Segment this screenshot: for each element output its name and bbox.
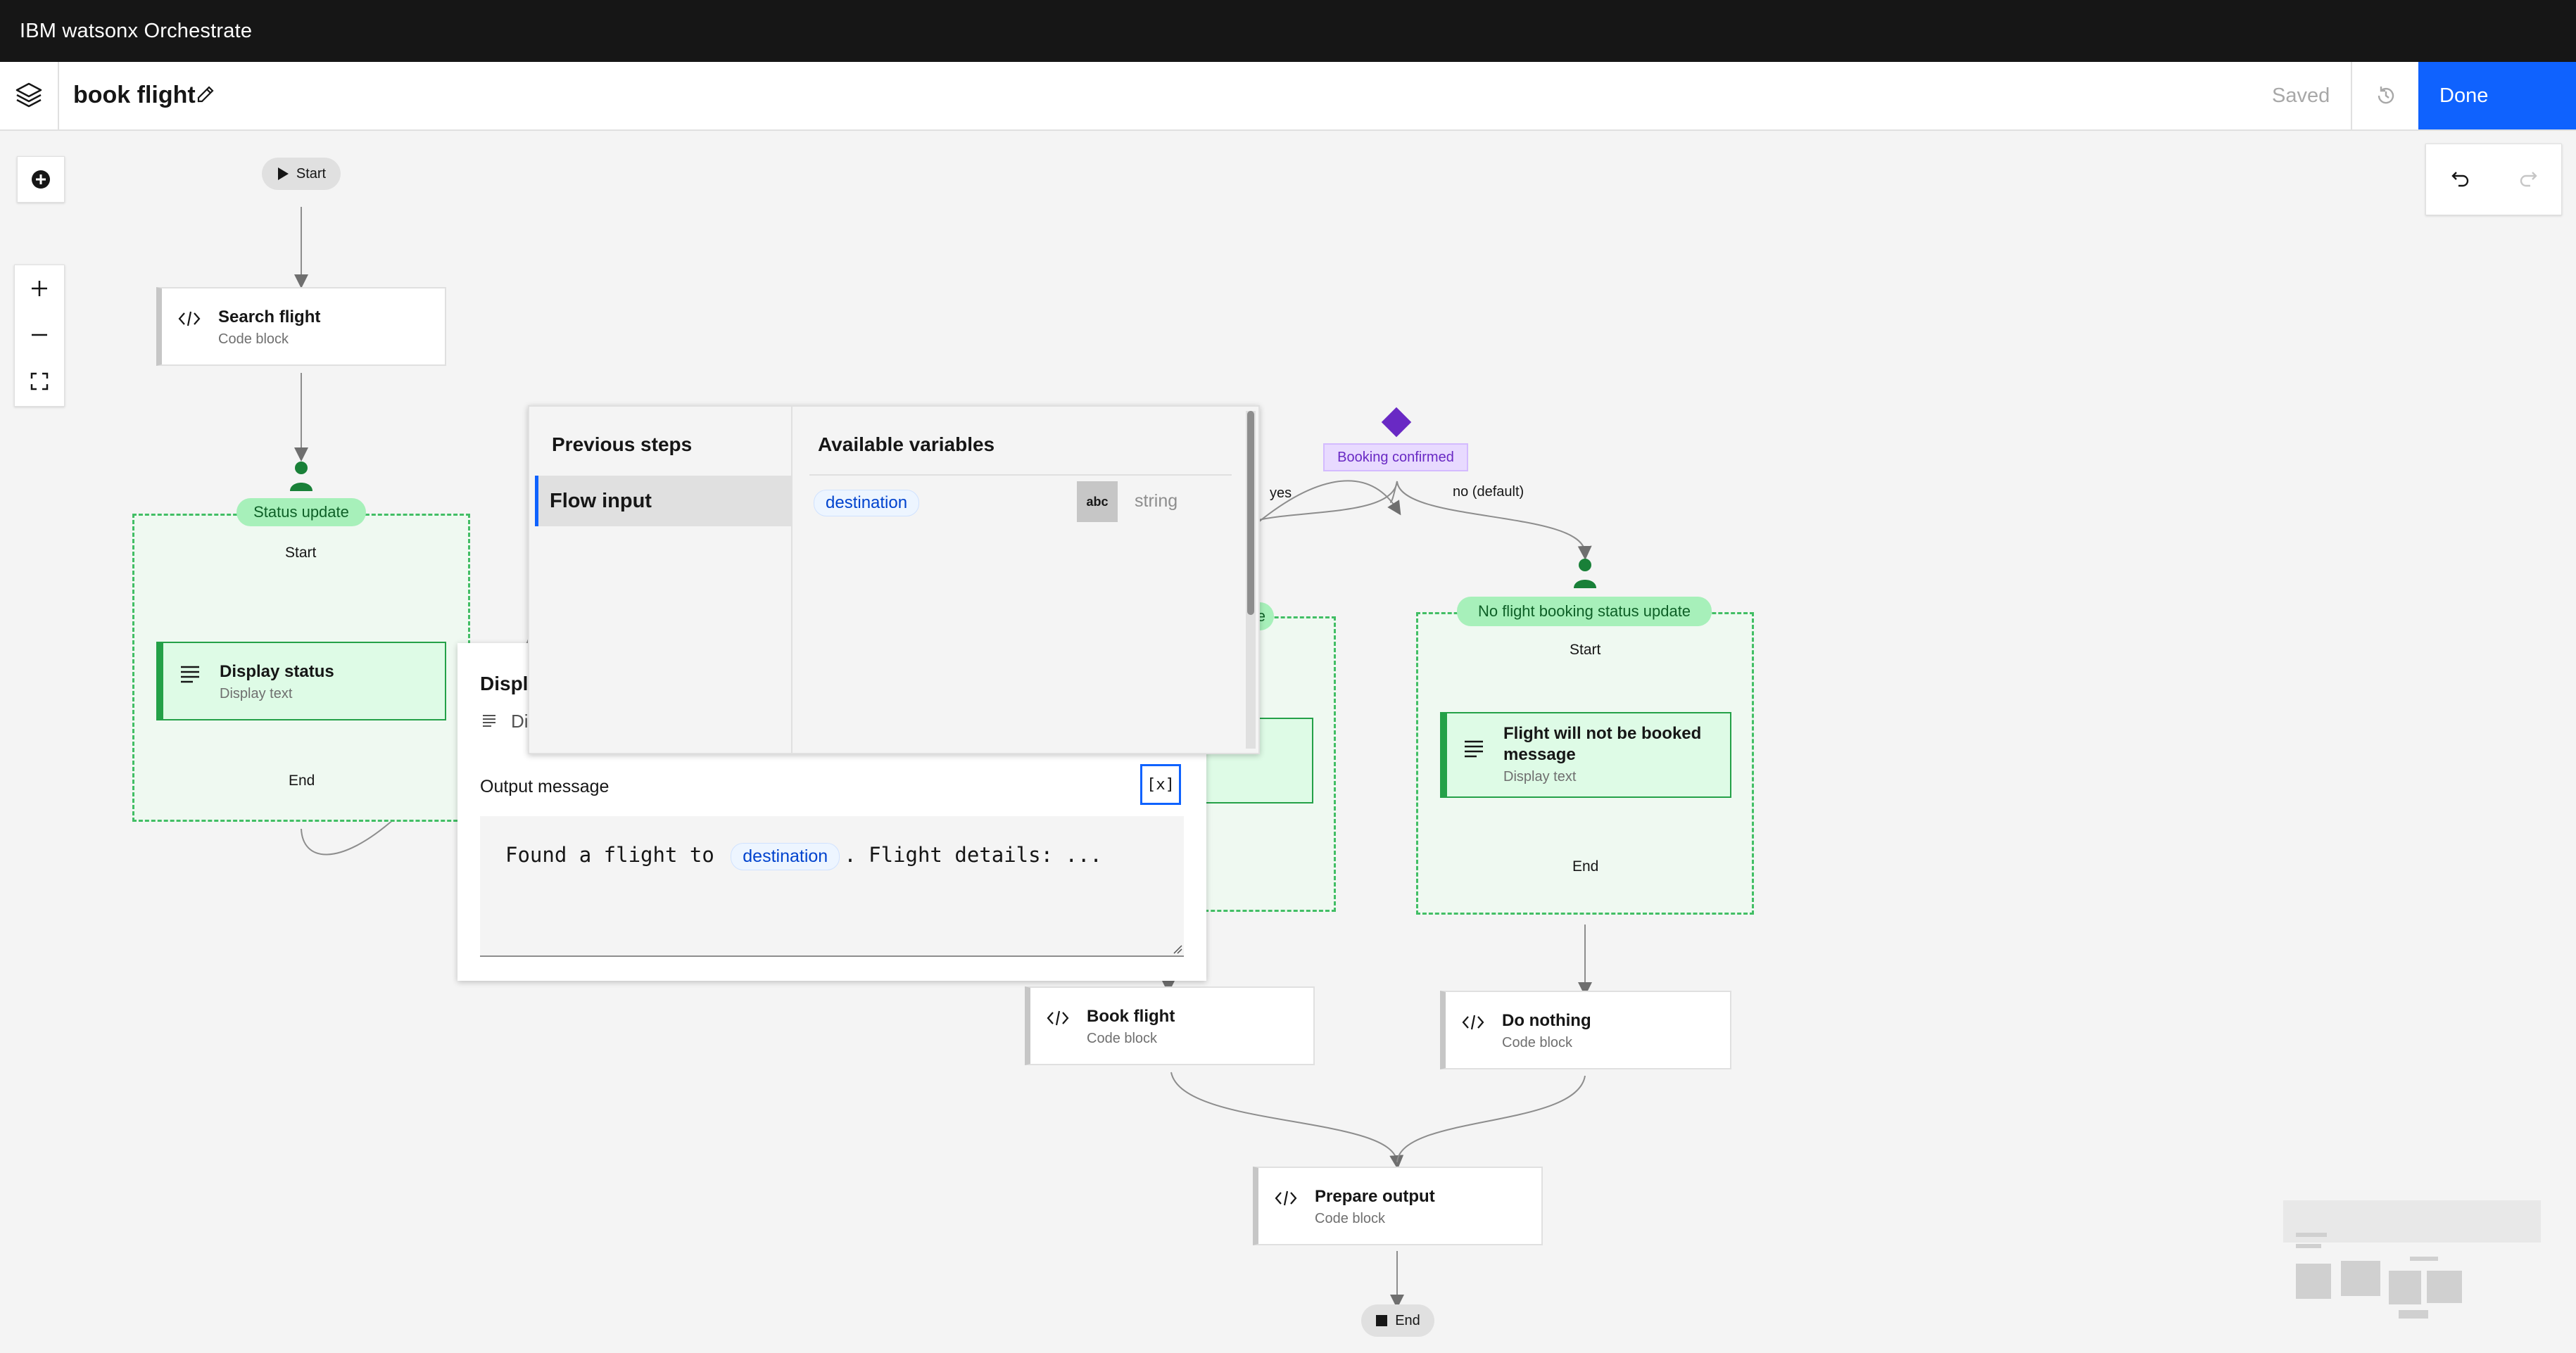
history-icon [2378, 87, 2394, 104]
code-icon [1462, 1015, 1484, 1030]
node-title: Do nothing [1502, 1011, 1591, 1030]
stop-icon [1376, 1315, 1388, 1326]
flow-header: book flight Saved Done [0, 62, 2576, 131]
code-icon [1275, 1190, 1297, 1206]
panel-subtitle: Di [511, 711, 529, 732]
saved-status: Saved [2272, 84, 2330, 107]
node-subtitle: Code block [1502, 1035, 1573, 1050]
flow-end-node[interactable]: End [1361, 1304, 1434, 1337]
zoom-out-button[interactable] [15, 312, 64, 358]
message-text: Found a flight to [505, 843, 714, 867]
group-label: No flight booking status update [1457, 597, 1712, 626]
top-bar: IBM watsonx Orchestrate [0, 0, 2576, 62]
group-end-label: End [289, 773, 315, 789]
group-start-label: Start [285, 545, 317, 561]
zoom-controls [14, 265, 65, 407]
minimap[interactable] [2276, 1193, 2548, 1349]
group-label: Status update [236, 498, 366, 526]
flow-name: book flight [73, 82, 196, 108]
minimap-preview [2283, 1200, 2541, 1319]
zoom-in-button[interactable] [15, 265, 64, 312]
node-subtitle: Code block [1087, 1031, 1158, 1046]
branch-yes-label: yes [1270, 485, 1292, 501]
pencil-icon [197, 86, 214, 103]
output-message-input[interactable]: Found a flight to destination. Flight de… [480, 816, 1184, 957]
branch-label[interactable]: Booking confirmed [1323, 443, 1468, 471]
insert-variable-button[interactable]: [x] [1140, 764, 1181, 805]
scrollbar-thumb[interactable] [1247, 411, 1254, 615]
node-subtitle: Display text [220, 686, 293, 701]
group-start-label: Start [1570, 642, 1601, 658]
branch-diamond [1381, 407, 1412, 438]
minus-icon [32, 334, 47, 336]
available-variables-title: Available variables [818, 433, 995, 455]
history-button[interactable] [2351, 62, 2420, 129]
text-lines-icon [1465, 740, 1483, 758]
type-badge: abc [1077, 481, 1118, 522]
step-item-flow-input[interactable]: Flow input [535, 476, 791, 526]
code-icon [178, 311, 201, 326]
resize-handle-icon[interactable] [1171, 943, 1182, 954]
end-label: End [1395, 1312, 1420, 1328]
redo-button[interactable] [2504, 155, 2553, 202]
group-end-label: End [1572, 858, 1599, 875]
step-label: Flow input [550, 490, 652, 512]
text-lines-icon [483, 715, 495, 727]
message-text: . Flight details: ... [844, 843, 1102, 867]
fit-screen-icon [30, 372, 49, 390]
fit-view-button[interactable] [15, 358, 64, 405]
undo-redo-controls [2425, 144, 2562, 215]
variable-row[interactable]: destination abc string [793, 476, 1243, 526]
variable-type: string [1135, 491, 1178, 511]
redo-icon [2520, 172, 2537, 187]
previous-steps-column: Previous steps Flow input [529, 407, 793, 753]
panel-title: Displ [480, 673, 529, 694]
node-title: Flight will not be booked message [1503, 724, 1702, 764]
variable-token[interactable]: destination [731, 843, 840, 870]
undo-button[interactable] [2436, 155, 2485, 202]
variable-icon: [x] [1147, 775, 1175, 794]
done-label: Done [2439, 84, 2489, 107]
done-button[interactable]: Done [2418, 62, 2576, 129]
add-step-button[interactable] [18, 157, 64, 202]
popup-scrollbar[interactable] [1246, 411, 1256, 749]
previous-steps-title: Previous steps [552, 433, 693, 455]
node-subtitle: Display text [1503, 769, 1577, 785]
node-subtitle: Code block [218, 331, 289, 347]
output-message-label: Output message [480, 777, 610, 796]
add-step-control [17, 156, 65, 203]
node-title: Search flight [218, 307, 321, 326]
variable-name: destination [814, 490, 920, 516]
layers-icon [15, 82, 42, 108]
branch-no-label: no (default) [1453, 484, 1524, 500]
available-variables-column: Available variables destination abc stri… [793, 407, 1243, 753]
start-label: Start [296, 165, 327, 182]
undo-icon [2451, 172, 2469, 187]
node-subtitle: Code block [1315, 1211, 1386, 1226]
text-lines-icon [181, 666, 199, 683]
user-icon [1574, 559, 1596, 588]
node-title: Book flight [1087, 1007, 1175, 1026]
edit-name-button[interactable] [194, 83, 217, 109]
node-title: Prepare output [1315, 1187, 1435, 1206]
node-title: Display status [220, 662, 334, 681]
app-title: IBM watsonx Orchestrate [20, 19, 253, 42]
flow-start-node[interactable]: Start [262, 158, 341, 190]
code-icon [1047, 1010, 1069, 1026]
add-icon [32, 170, 50, 189]
user-icon [290, 462, 312, 491]
plus-icon [32, 281, 47, 296]
layers-menu-button[interactable] [0, 62, 59, 129]
variables-popup: Previous steps Flow input Available vari… [528, 405, 1260, 754]
play-icon [277, 167, 289, 180]
